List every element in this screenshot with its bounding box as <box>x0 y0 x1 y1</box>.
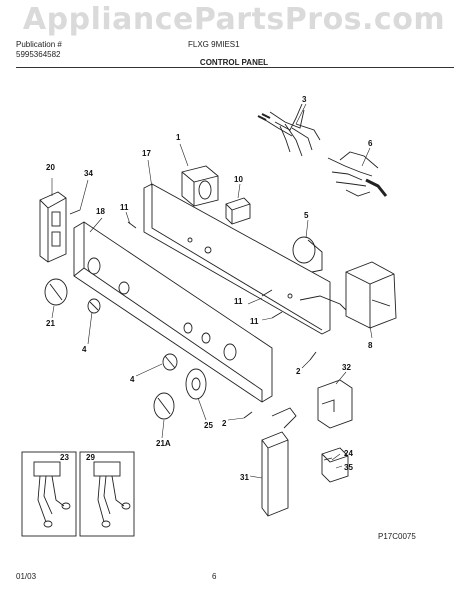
callout-3: 3 <box>302 95 307 104</box>
publication-number: 5995364582 <box>16 50 61 59</box>
pressure-switch-5 <box>292 236 323 273</box>
wire-harness-6 <box>327 151 388 197</box>
console-panel-18 <box>73 221 273 403</box>
knob-4-lower <box>162 353 178 371</box>
callout-11-c: 11 <box>250 317 259 326</box>
callout-35: 35 <box>344 463 353 472</box>
bracket-32 <box>317 379 353 429</box>
screw-11-b <box>261 289 273 297</box>
callout-11-a: 11 <box>120 203 129 212</box>
callout-34: 34 <box>84 169 93 178</box>
endcap-20 <box>39 191 67 263</box>
model-number: FLXG 9MIES1 <box>188 40 240 49</box>
publication-label: Publication # <box>16 40 62 49</box>
callout-21: 21 <box>46 319 55 328</box>
motor-8 <box>299 261 397 329</box>
footer-date: 01/03 <box>16 572 37 581</box>
page-number: 6 <box>212 572 217 581</box>
switch-10 <box>225 197 251 225</box>
section-title: CONTROL PANEL <box>199 58 269 67</box>
header-rule <box>16 67 454 68</box>
harness-inset-23 <box>21 451 77 537</box>
screw-2-a <box>309 351 317 361</box>
screw-24 <box>323 457 333 461</box>
callout-31: 31 <box>240 473 249 482</box>
diagram-code: P17C0075 <box>378 532 416 541</box>
callout-17: 17 <box>142 149 151 158</box>
disc-25 <box>185 368 207 400</box>
callout-25: 25 <box>204 421 213 430</box>
callout-24: 24 <box>344 449 353 458</box>
knob-21 <box>44 278 68 306</box>
callout-2-a: 2 <box>296 367 301 376</box>
bracket-17 <box>143 183 331 335</box>
screw-34 <box>69 209 81 215</box>
callout-4-a: 4 <box>82 345 87 354</box>
callout-2-b: 2 <box>222 419 227 428</box>
callout-10: 10 <box>234 175 243 184</box>
endcap-31 <box>261 407 297 517</box>
wire-harness-3 <box>257 103 321 157</box>
callout-6: 6 <box>368 139 373 148</box>
screw-11-c <box>271 311 283 319</box>
screw-2-b <box>243 411 253 419</box>
callout-21a: 21A <box>156 439 171 448</box>
watermark: AppliancePartsPros.com <box>22 2 446 37</box>
callout-5: 5 <box>304 211 309 220</box>
callout-32: 32 <box>342 363 351 372</box>
callout-8: 8 <box>368 341 373 350</box>
callout-29: 29 <box>86 453 95 462</box>
knob-4-upper <box>87 298 101 314</box>
screw-11-a <box>127 221 137 229</box>
knob-21a <box>153 392 175 420</box>
callout-11-b: 11 <box>234 297 243 306</box>
callout-20: 20 <box>46 163 55 172</box>
timer-1 <box>181 165 219 207</box>
callout-1: 1 <box>176 133 181 142</box>
harness-inset-29 <box>79 451 135 537</box>
callout-18: 18 <box>96 207 105 216</box>
callout-23: 23 <box>60 453 69 462</box>
callout-4-b: 4 <box>130 375 135 384</box>
clip-35 <box>321 447 349 483</box>
